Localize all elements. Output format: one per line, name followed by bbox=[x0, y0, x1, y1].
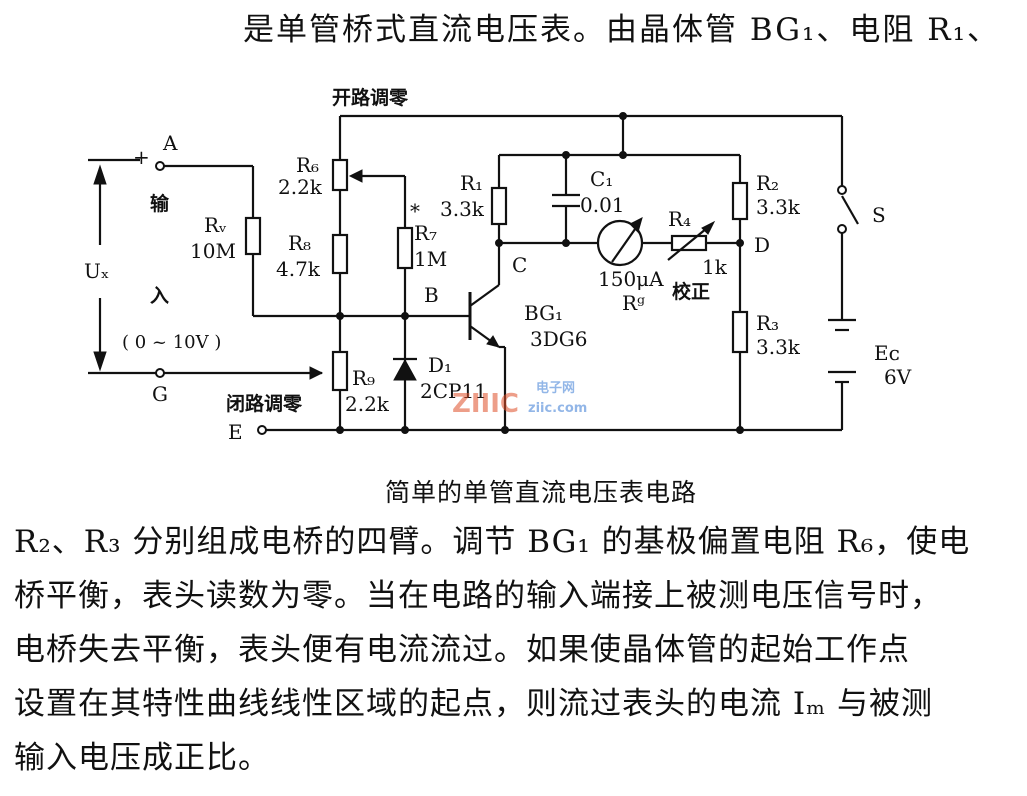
label-input-top: 输 bbox=[150, 192, 170, 215]
label-battery-name: Eᴄ bbox=[874, 341, 900, 365]
label-r9-value: 2.2k bbox=[345, 392, 390, 416]
label-r8-name: R₈ bbox=[288, 231, 311, 255]
label-r7-star: * bbox=[410, 199, 420, 223]
label-rg-name: Rᵍ bbox=[622, 291, 645, 315]
label-rv-name: Rᵥ bbox=[204, 213, 227, 237]
ux-arrow-up bbox=[93, 164, 107, 185]
terminal-E bbox=[257, 425, 267, 435]
paragraph-line: 桥平衡，表头读数为零。当在电路的输入端接上被测电压信号时， bbox=[14, 578, 942, 614]
label-meter-value: 150μA bbox=[598, 267, 664, 291]
label-r4-name: R₄ bbox=[668, 207, 691, 231]
label-r3-name: R₃ bbox=[756, 311, 779, 335]
label-bg-type: 3DG6 bbox=[530, 327, 587, 351]
label-input-bottom: 入 bbox=[150, 285, 169, 307]
label-d1-name: D₁ bbox=[428, 353, 452, 377]
label-node-g: G bbox=[152, 382, 168, 406]
label-r9-name: R₉ bbox=[352, 366, 375, 390]
label-node-c: C bbox=[512, 253, 527, 277]
label-switch: S bbox=[872, 203, 886, 227]
label-d1-type: 2CP11 bbox=[420, 379, 487, 403]
label-node-a: A bbox=[162, 131, 178, 155]
r6-wiper-arrow bbox=[348, 169, 363, 183]
meter-arrow bbox=[629, 217, 643, 233]
label-r6-name: R₆ bbox=[296, 153, 319, 177]
label-plus: + bbox=[133, 145, 150, 169]
switch-contact-bottom bbox=[837, 224, 847, 234]
label-bg-name: BG₁ bbox=[524, 301, 563, 325]
terminal-G bbox=[155, 368, 165, 378]
label-r6-value: 2.2k bbox=[278, 175, 323, 199]
label-c1-name: C₁ bbox=[590, 167, 613, 191]
top-text-line: 是单管桥式直流电压表。由晶体管 BG₁、电阻 R₁、 bbox=[243, 12, 1001, 48]
watermark-cn: 电子网 bbox=[536, 380, 575, 396]
label-ux: Uₓ bbox=[84, 259, 109, 283]
label-r1-value: 3.3k bbox=[440, 197, 485, 221]
label-r8-value: 4.7k bbox=[276, 257, 321, 281]
label-calib: 校正 bbox=[672, 280, 710, 303]
paragraph-line: 设置在其特性曲线线性区域的起点，则流过表头的电流 Iₘ 与被测 bbox=[14, 686, 933, 722]
label-r2-value: 3.3k bbox=[756, 195, 801, 219]
label-r7-value: 1M bbox=[414, 247, 447, 271]
watermark: ZIIIC 电子网 ziic.com bbox=[452, 380, 587, 419]
label-r2-name: R₂ bbox=[756, 171, 779, 195]
label-closed-zero: 闭路调零 bbox=[226, 392, 303, 415]
label-r1-name: R₁ bbox=[460, 171, 483, 195]
label-r4-value: 1k bbox=[702, 255, 728, 279]
emitter-arrow bbox=[486, 335, 500, 348]
watermark-logo: ZIIIC bbox=[452, 389, 519, 419]
circuit-marks bbox=[93, 112, 744, 434]
diode-triangle bbox=[393, 358, 417, 381]
label-r7-name: R₇ bbox=[414, 221, 437, 245]
label-node-d: D bbox=[754, 233, 770, 257]
label-c1-value: 0.01 bbox=[580, 193, 625, 217]
label-rv-value: 10M bbox=[190, 239, 236, 263]
ux-arrow-down bbox=[93, 351, 107, 372]
terminal-A bbox=[155, 161, 165, 171]
r4-arrow bbox=[701, 220, 716, 235]
label-open-zero: 开路调零 bbox=[332, 86, 409, 109]
watermark-url: ziic.com bbox=[528, 401, 587, 416]
label-range: ( 0 ~ 10V ) bbox=[122, 332, 221, 353]
figure-caption: 简单的单管直流电压表电路 bbox=[385, 478, 698, 507]
label-node-b: B bbox=[424, 283, 439, 307]
switch-contact-top bbox=[837, 185, 847, 195]
paragraph-line: 电桥失去平衡，表头便有电流流过。如果使晶体管的起始工作点 bbox=[14, 632, 910, 668]
r9-wiper-arrow bbox=[309, 366, 324, 380]
label-battery-value: 6V bbox=[884, 365, 912, 389]
body-paragraph: R₂、R₃ 分别组成电桥的四臂。调节 BG₁ 的基极偏置电阻 R₆，使电 桥平衡… bbox=[14, 515, 1014, 785]
paragraph-line: 输入电压成正比。 bbox=[14, 740, 270, 776]
paragraph-line: R₂、R₃ 分别组成电桥的四臂。调节 BG₁ 的基极偏置电阻 R₆，使电 bbox=[14, 524, 971, 560]
label-node-e: E bbox=[228, 420, 243, 444]
circuit-wires bbox=[88, 114, 859, 432]
label-r3-value: 3.3k bbox=[756, 335, 801, 359]
